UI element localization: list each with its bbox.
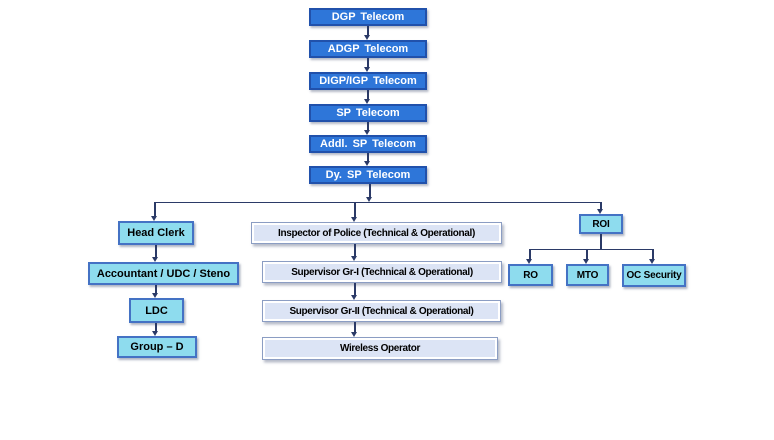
node-dy-sp-telecom: Dy. SP Telecom: [309, 166, 427, 184]
node-digp-igp-telecom: DIGP/IGP Telecom: [309, 72, 427, 90]
node-head-clerk: Head Clerk: [118, 221, 194, 245]
node-supervisor-gr-2: Supervisor Gr-II (Technical & Operationa…: [262, 300, 501, 322]
connector-accountant-ldc-line: [155, 285, 157, 293]
connector-digp-sp-line: [367, 90, 369, 99]
node-addl-sp-telecom: Addl. SP Telecom: [309, 135, 427, 153]
connector-sup1-sup2-line: [354, 283, 356, 295]
node-accountant-udc-steno: Accountant / UDC / Steno: [88, 262, 239, 285]
connector-branch-right-arrowhead: [597, 209, 603, 214]
connector-adgp-digp-arrowhead: [364, 67, 370, 72]
connector-sup2-wireless-line: [354, 322, 356, 332]
connector-roi-oc-line: [652, 249, 654, 259]
node-adgp-telecom: ADGP Telecom: [309, 40, 427, 58]
connector-roi-horizontal: [530, 248, 653, 250]
node-group-d: Group – D: [117, 336, 197, 358]
connector-roi-ro-line: [529, 249, 531, 259]
connector-accountant-ldc-arrowhead: [152, 293, 158, 298]
connector-sup1-sup2-arrowhead: [351, 295, 357, 300]
connector-branch-right-line: [600, 202, 602, 209]
node-inspector-of-police: Inspector of Police (Technical & Operati…: [251, 222, 502, 244]
connector-dgp-adgp-arrowhead: [364, 35, 370, 40]
node-sp-telecom: SP Telecom: [309, 104, 427, 122]
node-ldc: LDC: [129, 298, 184, 323]
node-roi: ROI: [579, 214, 623, 234]
connector-branch-left-line: [154, 202, 156, 216]
connector-dgp-adgp-line: [367, 26, 369, 35]
node-wireless-operator: Wireless Operator: [262, 337, 498, 360]
node-supervisor-gr-1: Supervisor Gr-I (Technical & Operational…: [262, 261, 502, 283]
connector-branch-left-arrowhead: [151, 216, 157, 221]
connector-roi-ro-arrowhead: [526, 259, 532, 264]
connector-roi-mto-line: [586, 249, 588, 259]
connector-ldc-groupd-arrowhead: [152, 331, 158, 336]
connector-dy-branch-arrowhead: [366, 197, 372, 202]
connector-inspector-sup1-arrowhead: [351, 256, 357, 261]
node-dgp-telecom: DGP Telecom: [309, 8, 427, 26]
connector-branch-horizontal: [155, 201, 601, 203]
connector-sup2-wireless-arrowhead: [351, 332, 357, 337]
node-oc-security: OC Security: [622, 264, 686, 287]
connector-headclerk-accountant-line: [155, 245, 157, 257]
connector-digp-sp-arrowhead: [364, 99, 370, 104]
connector-sp-addl-line: [367, 122, 369, 130]
connector-roi-oc-arrowhead: [649, 259, 655, 264]
connector-branch-mid-line: [354, 202, 356, 217]
connector-sp-addl-arrowhead: [364, 130, 370, 135]
connector-dy-branch-stem: [369, 184, 371, 197]
connector-roi-stem: [600, 234, 602, 249]
connector-branch-mid-arrowhead: [351, 217, 357, 222]
connector-ldc-groupd-line: [155, 323, 157, 331]
node-ro: RO: [508, 264, 553, 286]
connector-adgp-digp-line: [367, 58, 369, 67]
connector-roi-mto-arrowhead: [583, 259, 589, 264]
node-mto: MTO: [566, 264, 609, 286]
connector-inspector-sup1-line: [354, 244, 356, 256]
connector-headclerk-accountant-arrowhead: [152, 257, 158, 262]
connector-addl-dy-arrowhead: [364, 161, 370, 166]
connector-addl-dy-line: [367, 153, 369, 161]
